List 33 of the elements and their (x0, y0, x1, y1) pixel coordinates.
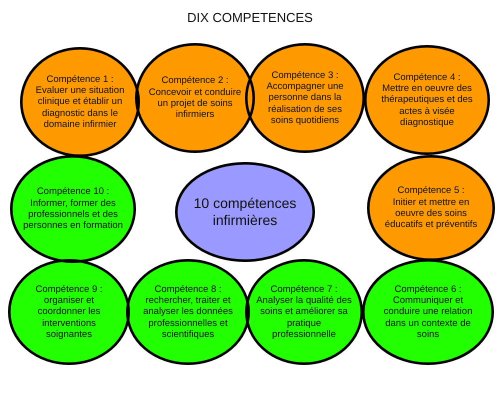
competence-heading: Compétence 1 : (46, 74, 114, 85)
competence-ellipse (362, 259, 494, 365)
competence-ellipse (245, 259, 363, 365)
competence-description: Mettre en oeuvre des thérapeutiques et des actes à visée diagnostique (380, 82, 474, 128)
competence-description: Accompagner une personne dans la réalisation de ses soins quotidiens (265, 80, 345, 126)
competence-heading: Compétence 6 : (394, 284, 462, 295)
diagram-title: DIX COMPETENCES (187, 10, 313, 25)
competence-heading: Compétence 7 : (270, 284, 338, 295)
central-label: 10 compétences infirmières (192, 195, 298, 229)
competence-ellipse (135, 43, 255, 153)
competence-heading: Compétence 8 : (154, 284, 222, 295)
competence-description: Initier et mettre en oeuvre des soins éducatifs et préventifs (384, 196, 478, 231)
competence-description: Informer, former des professionnels et des personnes en formation (23, 198, 123, 232)
competence-description: Analyser la qualité des soins et améliorer sa pratique professionnelle (256, 294, 352, 340)
competence-description: Evaluer une situation clinique et établir un diagnostic dans le domaine infirmier (34, 84, 126, 130)
competence-ellipse (8, 259, 130, 365)
competence-description: organiser et coordonner les interventions soignantes (36, 294, 102, 340)
competence-heading: Compétence 2 : (161, 75, 229, 87)
competence-heading: Compétence 3 : (271, 70, 339, 81)
competence-description: Concevoir et conduire un projet de soins infirmiers (148, 86, 242, 121)
competence-description: rechercher, traiter et analyser les données professionnelles et scientifiques (142, 294, 234, 340)
competence-ellipse (10, 155, 136, 263)
competence-ellipse (367, 155, 495, 261)
competence-ellipse (364, 45, 490, 155)
competence-heading: Compétence 4 : (393, 72, 461, 83)
competence-ellipse (20, 47, 140, 157)
competence-heading: Compétence 10 : (36, 186, 110, 198)
competence-heading: Compétence 5 : (397, 185, 465, 197)
competence-ellipse (126, 259, 250, 365)
central-ellipse (175, 162, 315, 262)
competence-ellipse (245, 43, 365, 153)
competence-description: Communiquer et conduire une relation dans un contexte de soins (382, 294, 474, 340)
competence-heading: Compétence 9 : (35, 284, 103, 295)
